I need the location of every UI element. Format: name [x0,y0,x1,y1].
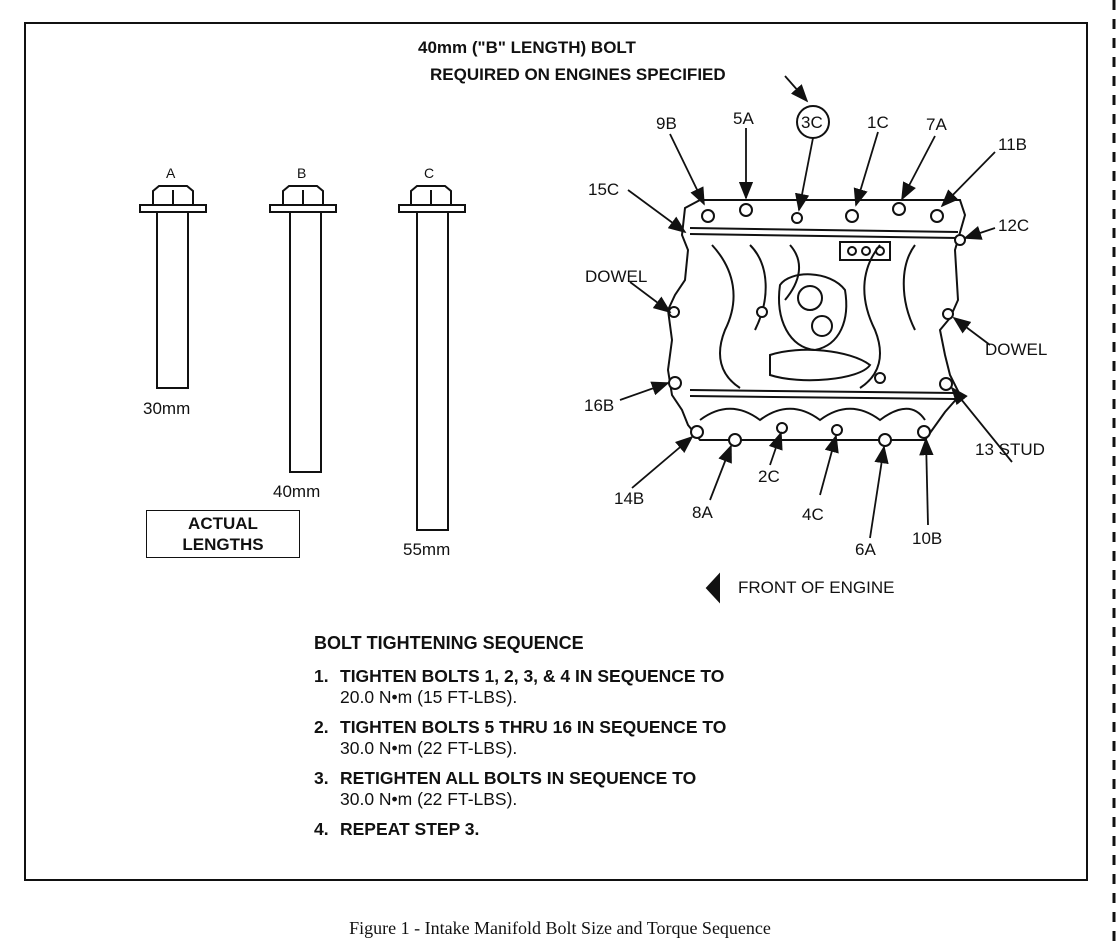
sequence-step: 3.RETIGHTEN ALL BOLTS IN SEQUENCE TO 30.… [314,768,697,809]
sequence-step: 2.TIGHTEN BOLTS 5 THRU 16 IN SEQUENCE TO… [314,717,727,758]
label-5a: 5A [733,109,754,128]
actual-lengths-line2: LENGTHS [182,535,264,554]
label-10b: 10B [912,529,943,548]
label-3c: 3C [801,113,823,132]
label-1c: 1C [867,113,889,132]
sequence-step: 4.REPEAT STEP 3. [314,819,480,839]
actual-lengths-line1: ACTUAL [188,514,258,533]
bolt-a-length: 30mm [143,399,191,418]
label-16b: 16B [584,396,615,415]
bolt-holes [668,202,966,447]
bolt-c [398,185,466,531]
label-4c: 4C [802,505,824,524]
bolt-a-letter: A [166,165,176,181]
front-arrow-icon [705,572,720,604]
bolt-a [139,185,207,389]
sequence-step: 1.TIGHTEN BOLTS 1, 2, 3, & 4 IN SEQUENCE… [314,666,725,707]
actual-lengths-box: ACTUAL LENGTHS [146,510,300,558]
leader-lines [619,75,1013,539]
label-15c: 15C [588,180,620,199]
label-8a: 8A [692,503,713,522]
label-6a: 6A [855,540,876,559]
torn-edge [1112,0,1116,944]
bolt-b-length: 40mm [273,482,321,501]
bolt-c-length: 55mm [403,540,451,559]
intake-manifold [666,199,967,441]
figure-frame [24,22,1088,881]
label-dowel-left: DOWEL [585,267,648,286]
label-2c: 2C [758,467,780,486]
sequence-title: BOLT TIGHTENING SEQUENCE [314,633,584,653]
label-11b: 11B [998,135,1027,154]
label-9b: 9B [656,114,677,133]
front-of-engine-label: FRONT OF ENGINE [738,578,895,597]
label-12c: 12C [998,216,1030,235]
bolt-c-letter: C [424,165,435,181]
label-dowel-right: DOWEL [985,340,1048,359]
label-14b: 14B [614,489,645,508]
bolt-b [269,185,337,473]
callout-line2: REQUIRED ON ENGINES SPECIFIED [430,65,726,84]
label-13-stud: 13 STUD [975,440,1045,459]
callout-line1: 40mm ("B" LENGTH) BOLT [418,38,636,57]
bolt-tightening-sequence: BOLT TIGHTENING SEQUENCE 1.TIGHTEN BOLTS… [314,633,874,849]
figure-caption: Figure 1 - Intake Manifold Bolt Size and… [349,918,771,938]
label-7a: 7A [926,115,947,134]
bolt-b-letter: B [297,165,307,181]
